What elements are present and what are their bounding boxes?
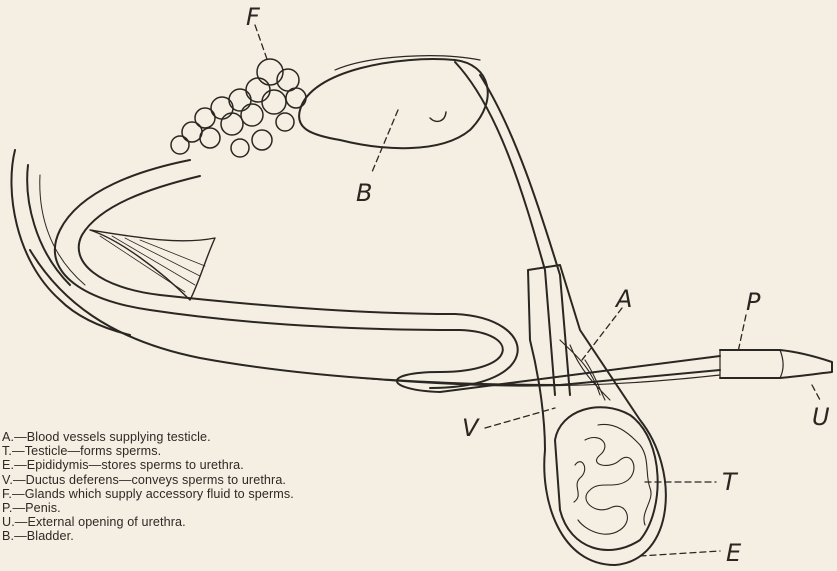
- label-B: B: [356, 181, 372, 205]
- legend-item: B.—Bladder.: [2, 529, 294, 543]
- leader-B: [372, 110, 398, 172]
- leader-U: [812, 385, 820, 400]
- muscle-tuft: [90, 230, 215, 300]
- leader-A: [582, 308, 622, 360]
- pelvic-fold: [11, 150, 130, 335]
- legend-item: V.—Ductus deferens—conveys sperms to ure…: [2, 473, 294, 487]
- testicle-convolutions: [574, 424, 651, 534]
- label-V: V: [462, 416, 478, 440]
- bladder: [299, 59, 488, 148]
- leader-E: [640, 551, 720, 556]
- legend-item: F.—Glands which supply accessory fluid t…: [2, 487, 294, 501]
- legend: A.—Blood vessels supplying testicle. T.—…: [2, 430, 294, 544]
- legend-item: E.—Epididymis—stores sperms to urethra.: [2, 458, 294, 472]
- label-A: A: [616, 287, 632, 311]
- urethra-tube: [55, 160, 720, 392]
- legend-item: U.—External opening of urethra.: [2, 515, 294, 529]
- legend-item: T.—Testicle—forms sperms.: [2, 444, 294, 458]
- label-T: T: [722, 470, 737, 494]
- label-E: E: [726, 541, 741, 565]
- testicle: [555, 407, 658, 550]
- accessory-glands: [171, 59, 306, 157]
- label-P: P: [746, 290, 760, 314]
- label-F: F: [246, 5, 260, 29]
- leader-P: [738, 315, 746, 352]
- ductus-deferens: [455, 62, 555, 395]
- label-U: U: [812, 405, 830, 429]
- legend-item: A.—Blood vessels supplying testicle.: [2, 430, 294, 444]
- penis: [720, 350, 832, 378]
- legend-item: P.—Penis.: [2, 501, 294, 515]
